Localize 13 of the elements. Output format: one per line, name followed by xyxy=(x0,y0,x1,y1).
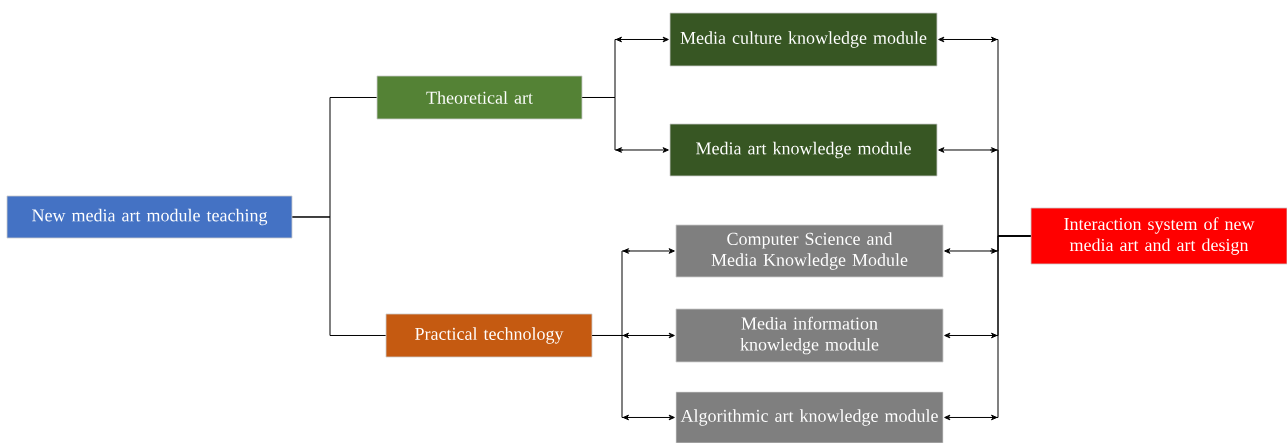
category-box: Practical technology xyxy=(385,313,593,358)
category-box: Theoretical art xyxy=(376,75,583,120)
connector-line xyxy=(291,216,387,336)
arrow xyxy=(581,97,669,153)
module-box: Computer Science and Media Knowledge Module xyxy=(675,224,944,278)
result-box: Interaction system of new media art and art design xyxy=(1030,207,1287,265)
arrow xyxy=(944,235,1032,421)
module-box: Media information knowledge module xyxy=(675,308,944,363)
module-box: Media culture knowledge module xyxy=(669,12,938,67)
module-box: Algorithmic art knowledge module xyxy=(675,391,944,443)
root-box: New media art module teaching xyxy=(6,195,293,239)
module-box: Media art knowledge module xyxy=(669,123,938,177)
arrow xyxy=(591,335,675,421)
